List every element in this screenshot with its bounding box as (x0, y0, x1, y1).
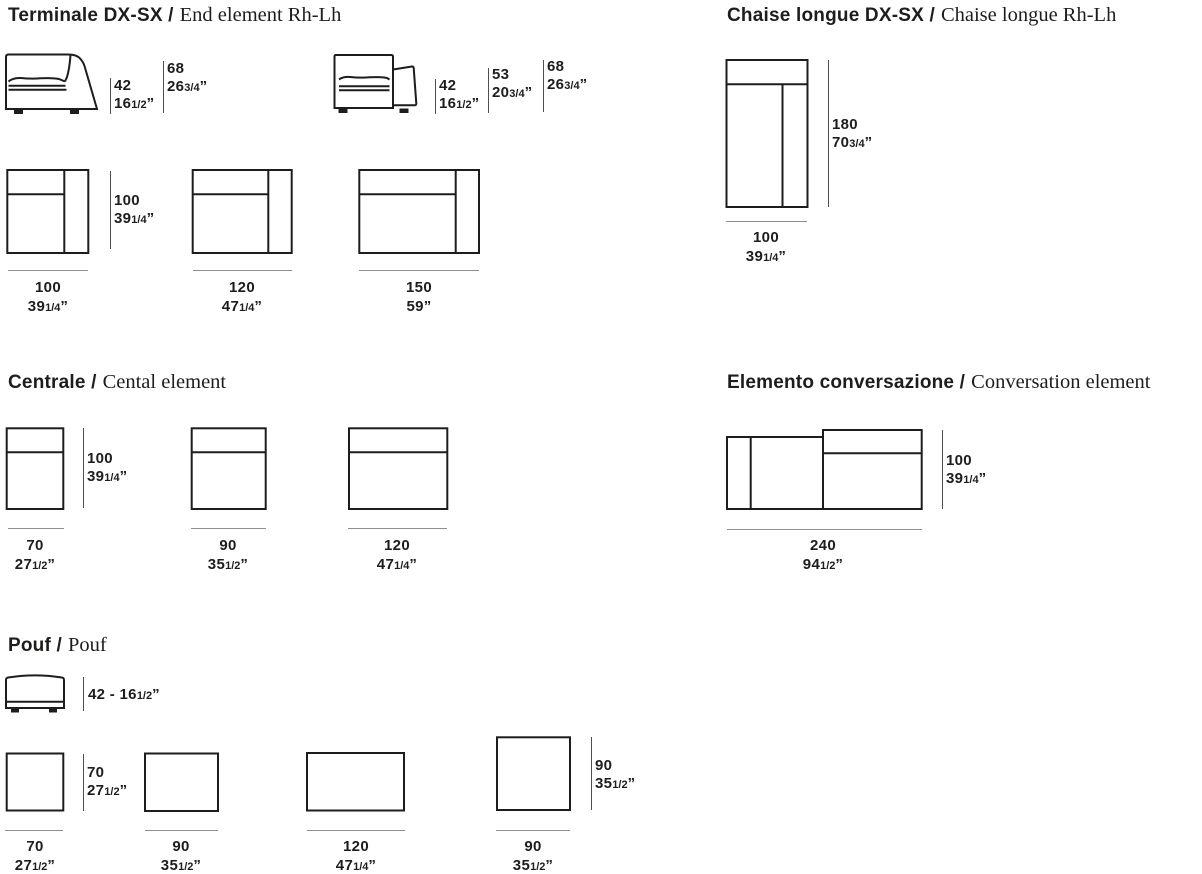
title-italian: Centrale / (8, 372, 97, 393)
dim-pouf-width-90b: 90 351/2” (512, 838, 554, 874)
title-english: Cental element (102, 371, 227, 393)
pouf-top-view-120x70 (306, 752, 405, 812)
dim-line-chaise-length (828, 60, 829, 207)
dim-width-100: 100 391/4” (27, 279, 69, 315)
dim-line-depth-terminale (110, 171, 111, 249)
dim-line-depth-centrale (83, 428, 84, 508)
dim-line-width-70 (8, 528, 64, 529)
dim-line-seat-height-a (110, 78, 111, 114)
dim-line-pouf-width-120 (307, 830, 405, 831)
dim-line-depth-conversazione (942, 430, 943, 509)
dim-chaise-length: 180 703/4” (832, 116, 873, 151)
dim-depth-centrale: 100 391/4” (87, 450, 128, 485)
dim-line-width-90 (191, 528, 266, 529)
title-italian: Elemento conversazione / (727, 372, 966, 393)
dim-line-pouf-width-90 (145, 830, 218, 831)
dim-width-150: 150 59” (406, 279, 432, 315)
dim-back-height-a: 68 263/4” (167, 60, 208, 95)
dim-width-70: 70 271/2” (14, 537, 56, 573)
pouf-top-view-70x70 (5, 752, 65, 812)
conversation-element-top-view (726, 429, 923, 510)
dim-depth-conversazione: 100 391/4” (946, 452, 987, 487)
section-title-chaise: Chaise longue DX-SX /Chaise longue Rh-Lh (727, 4, 1116, 27)
title-english: End element Rh-Lh (179, 4, 342, 26)
dim-seat-height-b: 42 161/2” (439, 77, 480, 112)
section-title-conversazione: Elemento conversazione /Conversation ele… (727, 371, 1150, 394)
dim-pouf-height: 42 - 161/2” (88, 686, 160, 703)
dim-depth-terminale: 100 391/4” (114, 192, 155, 227)
pouf-top-view-90x90 (496, 736, 571, 811)
dim-width-90: 90 351/2” (207, 537, 249, 573)
title-english: Chaise longue Rh-Lh (940, 4, 1117, 26)
end-element-top-view-120 (191, 169, 293, 254)
dim-line-pouf-width-90b (496, 830, 570, 831)
dim-line-width-240 (727, 529, 922, 530)
end-element-top-view-100 (6, 169, 90, 254)
dim-pouf-width-70: 70 271/2” (14, 838, 56, 874)
section-title-centrale: Centrale /Cental element (8, 371, 226, 394)
title-italian: Terminale DX-SX / (8, 5, 174, 26)
end-element-front-view-drawing (5, 53, 99, 114)
dim-arm-height-b: 53 203/4” (492, 66, 533, 101)
title-english: Pouf (67, 634, 107, 656)
chaise-top-view (725, 59, 809, 208)
dim-back-height-b: 68 263/4” (547, 58, 588, 93)
dim-line-seat-height-b (435, 79, 436, 114)
dim-pouf-width-120: 120 471/4” (335, 838, 377, 874)
title-italian: Chaise longue DX-SX / (727, 5, 935, 26)
dim-line-width-150 (359, 270, 479, 271)
dim-pouf-depth-70: 70 271/2” (87, 764, 128, 799)
central-element-top-view-70 (5, 427, 65, 510)
dim-seat-height-a: 42 161/2” (114, 77, 155, 112)
central-element-top-view-90 (190, 427, 267, 510)
dim-width-240: 240 941/2” (802, 537, 844, 573)
section-title-terminale: Terminale DX-SX /End element Rh-Lh (8, 4, 341, 27)
pouf-side-view (5, 674, 65, 713)
dim-line-pouf-width-70 (5, 830, 63, 831)
dim-pouf-depth-90: 90 351/2” (595, 757, 636, 792)
dim-line-pouf-depth-90 (591, 737, 592, 810)
dim-line-width-100 (8, 270, 88, 271)
title-italian: Pouf / (8, 635, 62, 656)
section-title-pouf: Pouf /Pouf (8, 634, 107, 657)
dim-line-pouf-depth-70 (83, 754, 84, 811)
dim-line-pouf-height (83, 677, 84, 711)
dim-line-arm-height-b (488, 68, 489, 113)
dim-line-back-height-b (543, 60, 544, 112)
dim-line-width-120 (193, 270, 292, 271)
dim-chaise-width: 100 391/4” (745, 229, 787, 265)
pouf-top-view-90x70 (144, 752, 219, 812)
dim-width-120: 120 471/4” (221, 279, 263, 315)
end-element-top-view-150 (358, 169, 480, 254)
dim-line-width-120-centrale (348, 528, 447, 529)
dim-width-120-centrale: 120 471/4” (376, 537, 418, 573)
title-english: Conversation element (971, 371, 1151, 393)
dim-line-chaise-width (726, 221, 807, 222)
dim-line-back-height-a (163, 61, 164, 113)
end-element-back-view-drawing (333, 54, 418, 113)
central-element-top-view-120 (348, 427, 449, 510)
dim-pouf-width-90: 90 351/2” (160, 838, 202, 874)
